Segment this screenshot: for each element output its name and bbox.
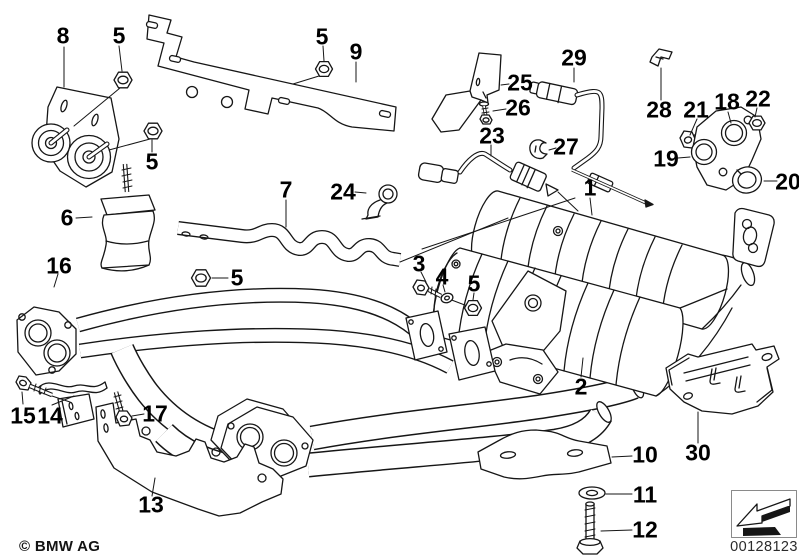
support-bracket-13 xyxy=(95,402,284,517)
leader-lines xyxy=(21,45,778,532)
bracket-9 xyxy=(145,14,397,132)
pipe-clamp-24 xyxy=(361,184,398,220)
part-callout-23: 23 xyxy=(479,122,505,149)
part-callout-1: 1 xyxy=(583,174,597,201)
part-callout-20: 20 xyxy=(775,168,799,195)
heat-shield-25 xyxy=(431,52,502,133)
rear-cone-and-end-flange xyxy=(655,207,775,397)
catalytic-converter-front xyxy=(432,247,684,397)
part-callout-16: 16 xyxy=(46,252,72,279)
part-callout-5d: 5 xyxy=(230,264,244,291)
part-callout-28: 28 xyxy=(646,96,672,123)
inlet-flange-plates xyxy=(405,310,496,381)
part-callout-13: 13 xyxy=(138,491,164,518)
clip-28 xyxy=(649,48,673,67)
temp-sensor-29 xyxy=(529,81,654,208)
mount-bracket-30 xyxy=(665,343,780,415)
part-callout-17: 17 xyxy=(142,400,168,427)
part-callout-5a: 5 xyxy=(112,22,126,49)
part-callout-19: 19 xyxy=(653,145,679,172)
part-callout-27: 27 xyxy=(553,133,579,160)
screw-26 xyxy=(478,101,493,125)
part-callout-5e: 5 xyxy=(467,270,481,297)
direction-arrow-icon xyxy=(731,490,797,538)
assembly-axis-lines xyxy=(51,75,576,403)
part-callout-12: 12 xyxy=(632,516,658,543)
part-callout-18: 18 xyxy=(714,88,740,115)
clamp-plate-7 xyxy=(177,221,402,267)
gasket-ring-20 xyxy=(731,166,763,194)
mount-plate-8 xyxy=(31,86,120,188)
part-callout-3: 3 xyxy=(412,250,426,277)
part-callout-22: 22 xyxy=(745,85,771,112)
part-callout-10: 10 xyxy=(632,441,658,468)
clip-27 xyxy=(529,139,548,160)
support-bracket-10 xyxy=(477,429,612,480)
copyright-text: © BMW AG xyxy=(19,538,101,555)
part-callout-5c: 5 xyxy=(315,23,329,50)
part-callout-14: 14 xyxy=(37,402,63,429)
oxygen-sensor-23 xyxy=(417,150,579,212)
bolt-15 xyxy=(15,375,53,398)
nut-22 xyxy=(748,115,766,131)
hanger-strap-and-bracket-14 xyxy=(37,381,108,428)
flange-16 xyxy=(16,306,77,376)
bolt-3-washer-4-nut-5 xyxy=(412,279,471,308)
part-callout-29: 29 xyxy=(561,44,587,71)
part-callout-7: 7 xyxy=(279,176,293,203)
part-callout-6: 6 xyxy=(60,204,74,231)
washer-11 xyxy=(578,486,606,500)
part-callout-26: 26 xyxy=(505,94,531,121)
hex-nuts xyxy=(113,60,483,317)
bolt-17 xyxy=(113,391,133,427)
part-callout-2: 2 xyxy=(574,373,588,400)
part-callout-30: 30 xyxy=(685,439,711,466)
part-callout-8: 8 xyxy=(56,22,70,49)
part-callout-15: 15 xyxy=(10,402,36,429)
part-callout-24: 24 xyxy=(330,178,356,205)
part-callout-4: 4 xyxy=(435,263,449,290)
part-number-text: 00128123 xyxy=(730,539,798,555)
rubber-mount-6 xyxy=(100,163,156,272)
part-callout-11: 11 xyxy=(632,481,658,508)
part-callout-25: 25 xyxy=(507,69,533,96)
part-callout-5b: 5 xyxy=(145,148,159,175)
bolt-12 xyxy=(576,501,604,555)
part-callout-21: 21 xyxy=(683,96,709,123)
part-callout-9: 9 xyxy=(349,38,363,65)
